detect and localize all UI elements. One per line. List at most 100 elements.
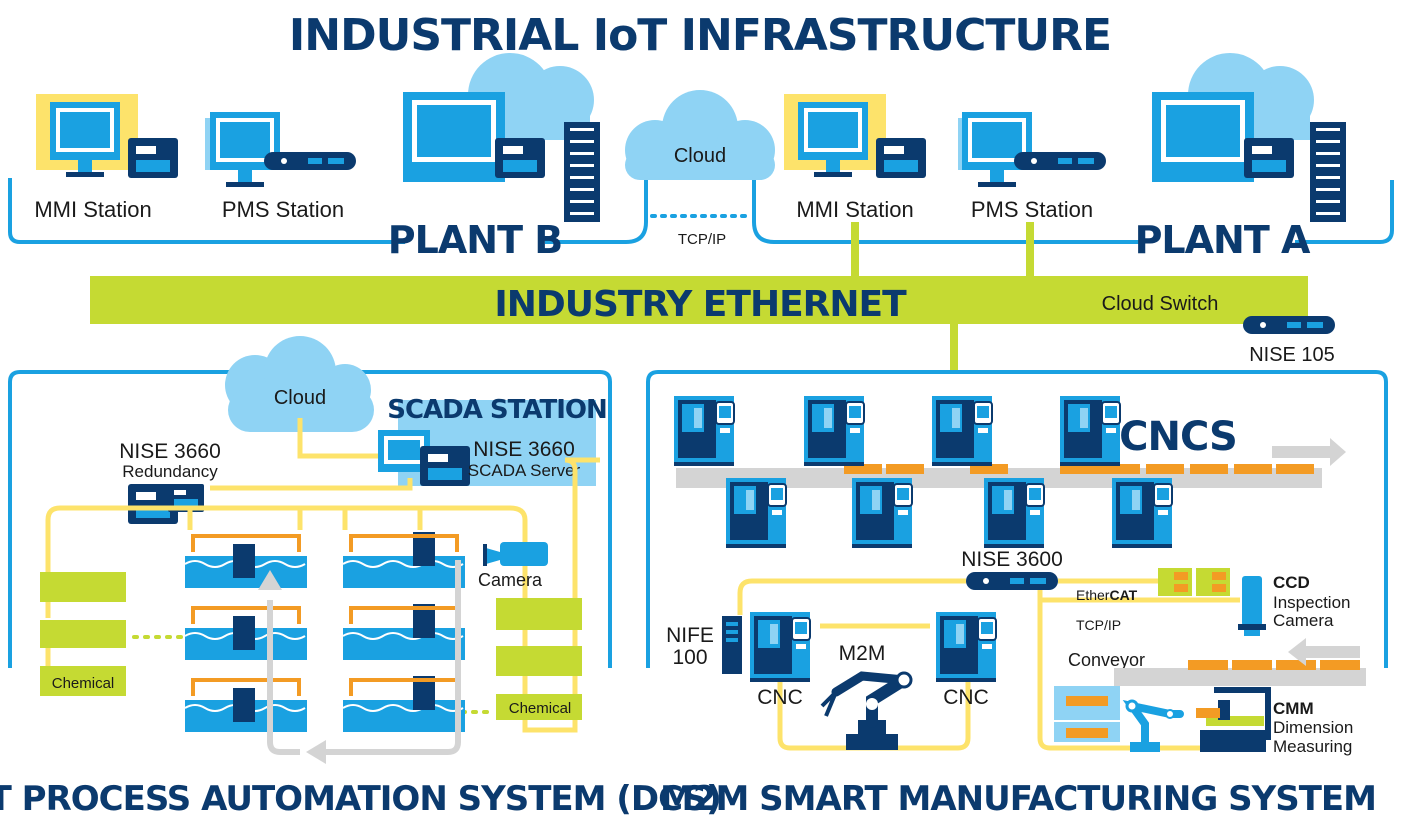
cloud-switch-label: Cloud Switch — [1102, 293, 1219, 315]
process-tank-2 — [341, 530, 467, 590]
nise-105-device — [1243, 316, 1335, 334]
ccd-label-2: Inspection — [1273, 593, 1351, 612]
dcs-cloud-label: Cloud — [274, 387, 326, 409]
plant-network-line — [8, 178, 1394, 244]
cmm-label-3: Measuring — [1273, 737, 1352, 756]
m2m-frame — [646, 370, 1388, 668]
chemical-right-tank-3 — [496, 694, 582, 720]
cnc-machine-left — [749, 611, 811, 683]
cncs-arrow — [1272, 438, 1346, 466]
chemical-left-label: Chemical — [52, 675, 115, 692]
plant-a-label: PLANT A — [1135, 218, 1311, 262]
flow-arrow-head-up — [258, 570, 282, 590]
dcs-title: SMART PROCESS AUTOMATION SYSTEM (DCS) — [0, 779, 721, 818]
lower-conveyor-parts — [1188, 660, 1360, 670]
scada-station-title: SCADA STATION — [387, 395, 607, 425]
mmi-station-b-label: MMI Station — [34, 197, 151, 222]
top-cloud-icon — [625, 90, 775, 180]
cnc-machine-2 — [803, 395, 865, 467]
cmm-label-1: CMM — [1273, 699, 1314, 718]
page-title: INDUSTRIAL IoT INFRASTRUCTURE — [289, 10, 1111, 61]
chemical-right-label: Chemical — [509, 700, 572, 717]
scada-role-label: SCADA Server — [468, 461, 581, 480]
pms-station-a — [958, 112, 1106, 187]
mmi-station-a — [784, 94, 926, 178]
top-tcpip-label: TCP/IP — [678, 231, 726, 248]
nife-100-device — [722, 616, 742, 674]
cnc-machine-3 — [931, 395, 993, 467]
process-tank-3 — [183, 606, 309, 662]
pms-station-b — [205, 112, 356, 187]
m2m-title: M2M SMART MANUFACTURING SYSTEM — [660, 779, 1376, 818]
ethercat-label: EtherCAT — [1076, 587, 1138, 603]
industry-ethernet-label: INDUSTRY ETHERNET — [494, 284, 907, 325]
pms-station-b-label: PMS Station — [222, 197, 344, 222]
chemical-right-tank-2 — [496, 646, 582, 676]
process-tank-6 — [341, 674, 467, 734]
flow-arrow-head-left — [306, 740, 326, 764]
ccd-label-3: Camera — [1273, 611, 1334, 630]
redundancy-device-2-screen — [174, 499, 198, 507]
redundancy-role-label: Redundancy — [122, 462, 218, 481]
cnc-machine-5 — [725, 477, 787, 549]
lower-conveyor-arrow — [1288, 638, 1360, 666]
scada-model-label: NISE 3660 — [473, 438, 575, 461]
nise-3600-device — [966, 572, 1058, 590]
cnc-machine-4 — [1059, 395, 1121, 467]
scada-server-device — [378, 430, 470, 486]
plant-a-server — [1152, 53, 1346, 222]
ccd-camera-icon — [1238, 576, 1266, 636]
cnc-machine-8 — [1111, 477, 1173, 549]
dcs-cloud-icon — [225, 336, 374, 432]
pms-station-a-label: PMS Station — [971, 197, 1093, 222]
pms-a-uplink — [1026, 222, 1034, 278]
cmm-parts-rack — [1054, 686, 1120, 742]
process-tank-1 — [183, 534, 309, 590]
nife-label-1: NIFE — [666, 624, 714, 647]
nise-105-label: NISE 105 — [1249, 344, 1335, 366]
lower-conveyor — [1114, 668, 1366, 686]
chemical-right-tank-1 — [496, 598, 582, 630]
conveyor-label: Conveyor — [1068, 650, 1145, 670]
cnc-machine-1 — [673, 395, 735, 467]
cnc-right-label: CNC — [943, 686, 989, 709]
mmi-a-uplink — [851, 222, 859, 278]
cmm-label-2: Dimension — [1273, 718, 1353, 737]
top-cloud-label: Cloud — [674, 145, 726, 167]
m2m-robot-icon — [820, 671, 913, 750]
m2m-uplink — [950, 322, 958, 372]
m2m-tcpip-label: TCP/IP — [1076, 617, 1121, 633]
cncs-parts — [844, 464, 1314, 474]
process-tank-5 — [183, 678, 309, 734]
nife-label-2: 100 — [672, 646, 707, 669]
process-tank-4 — [341, 602, 467, 662]
cmm-machine-icon — [1196, 687, 1271, 752]
redundancy-model-label: NISE 3660 — [119, 440, 221, 463]
mmi-station-b — [36, 94, 178, 178]
cmm-robot-icon — [1122, 699, 1184, 752]
cnc-left-label: CNC — [757, 686, 803, 709]
chemical-left-tank-1 — [40, 572, 126, 602]
cnc-machine-7 — [983, 477, 1045, 549]
nise-3600-label: NISE 3600 — [961, 548, 1063, 571]
cncs-label: CNCS — [1119, 414, 1237, 460]
plant-b-server — [403, 53, 600, 222]
chemical-left-tank-3 — [40, 666, 126, 696]
cnc-machine-right — [935, 611, 997, 683]
ethercat-modules — [1158, 568, 1230, 596]
redundancy-device-2-port — [174, 490, 186, 495]
ccd-label-1: CCD — [1273, 573, 1310, 592]
cnc-machine-6 — [851, 477, 913, 549]
chemical-left-tank-2 — [40, 620, 126, 648]
camera-label: Camera — [478, 570, 543, 590]
ethercat-label-bold: CAT — [1109, 587, 1137, 603]
plant-b-label: PLANT B — [388, 218, 562, 262]
industry-ethernet-bar — [90, 276, 1308, 324]
mmi-station-a-label: MMI Station — [796, 197, 913, 222]
camera-icon — [483, 542, 548, 566]
m2m-label: M2M — [839, 642, 886, 665]
dcs-yellow-cabling — [45, 418, 600, 733]
flow-arrows — [267, 560, 461, 755]
ethercat-label-pre: Ether — [1076, 587, 1110, 603]
